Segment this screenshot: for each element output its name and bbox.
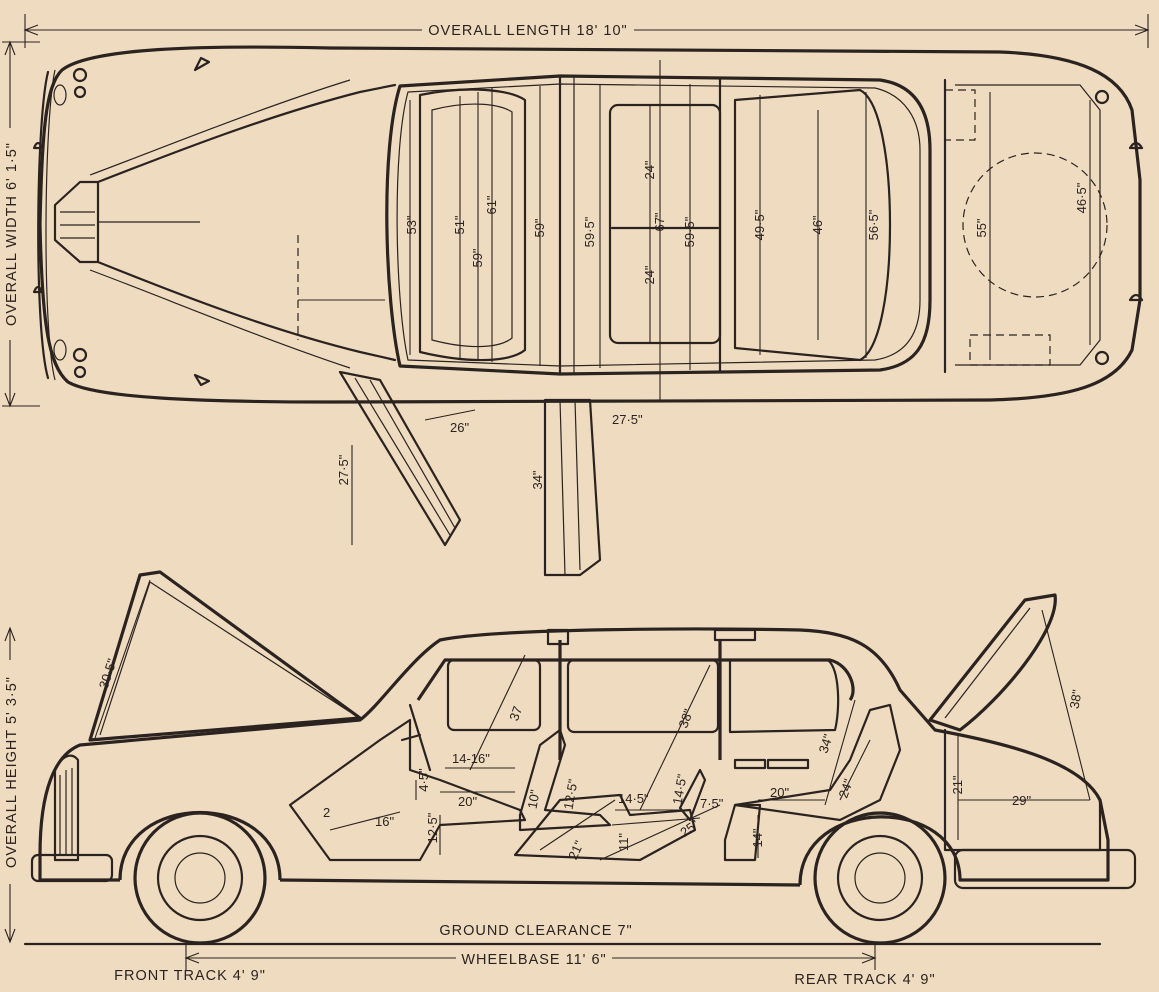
wheelbase-dimension: WHEELBASE 11' 6" (184, 944, 877, 970)
plan-dim-label: 56·5" (866, 209, 881, 240)
overall-height-dimension: OVERALL HEIGHT 5' 3·5" (2, 626, 20, 944)
plan-dim-label: 46" (810, 215, 825, 234)
side-dim-label: 20" (458, 794, 477, 809)
side-dimension-lines (94, 579, 1091, 861)
plan-dim-label: 27·5" (612, 412, 643, 427)
plan-dimension-lines (351, 60, 1091, 575)
overall-width-dimension: OVERALL WIDTH 6' 1·5" (2, 40, 40, 408)
wheelbase-label: WHEELBASE 11' 6" (461, 952, 606, 968)
side-dim-label: 10" (525, 788, 543, 810)
plan-dim-label: 46·5" (1074, 182, 1089, 213)
side-dim-label: 24" (835, 777, 856, 800)
side-dim-label: 16" (375, 814, 394, 829)
plan-dim-label: 59" (532, 218, 547, 237)
side-view (30, 570, 1137, 945)
side-dim-label: 14" (750, 828, 765, 847)
side-dim-label: 38" (675, 707, 696, 730)
side-dim-label: 38" (1067, 688, 1085, 710)
side-dim-label: 2 (323, 805, 330, 820)
plan-view (32, 45, 1144, 577)
side-dim-label: 7·5" (700, 796, 724, 811)
side-dim-label: 37 (506, 704, 525, 723)
overall-height-label: OVERALL HEIGHT 5' 3·5" (4, 676, 20, 868)
plan-dim-label: 34" (530, 470, 545, 489)
front-track-label: FRONT TRACK 4' 9" (114, 968, 266, 984)
rear-track-label: REAR TRACK 4' 9" (794, 972, 935, 988)
side-dim-label: 12·5" (561, 777, 581, 810)
plan-dim-label: 55" (974, 218, 989, 237)
side-dim-label: 20" (770, 785, 789, 800)
plan-dim-label: 59·5" (582, 216, 597, 247)
overall-width-label: OVERALL WIDTH 6' 1·5" (4, 142, 20, 326)
side-dim-label: 14·5" (670, 772, 690, 805)
plan-dim-label: 24" (642, 265, 657, 284)
side-dim-label: 14-16" (452, 751, 490, 766)
side-dim-label: 14·5" (618, 791, 649, 806)
plan-dim-label: 53" (404, 215, 419, 234)
side-dim-label: 29" (1012, 793, 1031, 808)
overall-length-label: OVERALL LENGTH 18' 10" (428, 23, 627, 39)
plan-dim-label: 67" (652, 212, 667, 231)
side-dim-label: 11" (616, 833, 631, 851)
plan-dim-label: 26" (450, 420, 469, 435)
plan-dim-label: 27·5" (336, 454, 351, 485)
plan-dim-label: 51" (452, 215, 467, 234)
plan-dim-label: 61" (484, 195, 499, 214)
plan-dim-label: 49·5" (752, 209, 767, 240)
ground-clearance-label: GROUND CLEARANCE 7" (439, 923, 632, 939)
side-dim-label: 21" (950, 775, 965, 794)
side-dim-label: 34" (816, 732, 836, 755)
plan-dim-label: 24" (642, 160, 657, 179)
plan-dim-label: 59" (470, 248, 485, 267)
side-dimension-labels: 30·5" 37 38" 38" 34" 14-16" 4·5" 20" 10"… (96, 656, 1085, 862)
plan-dim-label: 59·5" (682, 216, 697, 247)
side-dim-label: 12·5" (425, 812, 440, 843)
side-dim-label: 4·5" (416, 768, 431, 792)
plan-dimension-labels: 53" 51" 59" 61" 59" 59·5" 24" 24" 67" 59… (336, 160, 1089, 489)
overall-length-dimension: OVERALL LENGTH 18' 10" (23, 14, 1150, 48)
side-dim-label: 21" (565, 838, 587, 862)
